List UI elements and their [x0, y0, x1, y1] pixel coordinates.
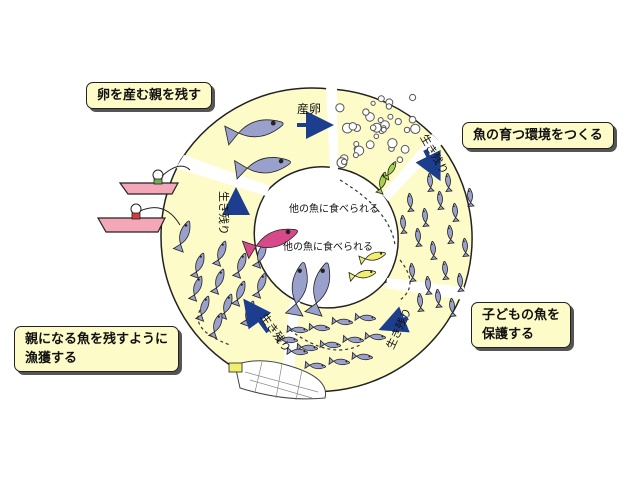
callout-leave-parents: 卵を産む親を残す [86, 82, 213, 109]
egg [335, 103, 345, 113]
school-fish [442, 260, 450, 280]
school-fish [447, 224, 455, 244]
egg [352, 152, 359, 159]
egg [409, 93, 417, 102]
egg [385, 103, 393, 110]
adult-fish [231, 252, 247, 279]
school-fish [417, 292, 425, 312]
egg [408, 115, 417, 124]
wedge-parents [179, 87, 337, 191]
school-fish [409, 262, 417, 282]
adult-fish [209, 268, 225, 295]
juvenile-fish [286, 324, 309, 334]
predation-lines [197, 179, 411, 351]
egg [341, 158, 348, 166]
parent-fish [234, 157, 291, 180]
callout-fishing-line2: 漁獲する [25, 351, 78, 366]
callout-fishing-line1: 親になる魚を残すように [25, 332, 169, 347]
egg [403, 126, 411, 134]
egg [373, 133, 380, 140]
callout-leave-parents-text: 卵を産む親を残す [97, 88, 202, 103]
egg [380, 126, 387, 133]
juvenile-fish [354, 312, 377, 322]
juvenile-fish [342, 334, 365, 344]
egg [365, 140, 375, 150]
caught-fish [172, 220, 191, 253]
egg [400, 144, 410, 154]
fishing-boat-top [118, 165, 191, 195]
label-survive-parents: 生き残り [217, 191, 231, 235]
juvenile-fish [364, 331, 387, 341]
school-fish [415, 227, 423, 247]
school-fish [422, 207, 430, 227]
egg [410, 123, 421, 134]
egg [394, 118, 402, 126]
parent-fish [224, 119, 284, 146]
juvenile-fish [286, 346, 309, 356]
cycle-arrows [222, 111, 441, 334]
fishing-boat-bottom [96, 203, 181, 233]
adult-fish [194, 295, 210, 322]
yellow-predator-fish [358, 251, 386, 266]
arrow-survive-eggs [415, 149, 441, 182]
egg-cluster [335, 93, 421, 169]
label-eaten-1: 他の魚に食べられる [289, 202, 379, 215]
school-fish [430, 240, 438, 260]
school-fish [462, 237, 470, 257]
school-fish [437, 190, 445, 210]
school-fish [467, 187, 475, 207]
egg [387, 138, 398, 149]
school-fish [445, 172, 453, 192]
magenta-predator-fish [241, 228, 298, 260]
fish-layer [172, 119, 475, 370]
callout-environment: 魚の育つ環境をつくる [462, 122, 614, 149]
adult-fish [217, 293, 233, 320]
juvenile-fish [328, 356, 351, 366]
callout-protect-young-line2: 保護する [482, 327, 535, 342]
juvenile-fish [296, 342, 319, 352]
school-fish [449, 297, 457, 317]
egg [396, 156, 404, 163]
school-fish [435, 288, 443, 308]
arrow-survive-juveniles [378, 306, 410, 333]
adult-fish [251, 272, 267, 299]
school-fish [407, 192, 415, 212]
adult-fish [230, 280, 246, 307]
callout-protect-young: 子どもの魚を 保護する [471, 302, 572, 348]
adult-fish [211, 240, 227, 267]
juvenile-fish [319, 339, 342, 349]
callout-environment-text: 魚の育つ環境をつくる [473, 128, 603, 143]
egg [377, 95, 385, 103]
school-fish [457, 272, 465, 292]
arrow-survive-adults [243, 298, 272, 334]
egg [370, 100, 376, 106]
fry-fish [382, 161, 397, 181]
juvenile-fish [304, 360, 327, 370]
predator-fish [304, 262, 331, 317]
juvenile-fish [308, 322, 331, 332]
adult-fish [207, 312, 223, 339]
yellow-predator-fish [348, 269, 377, 283]
school-fish [452, 202, 460, 222]
egg [348, 122, 357, 131]
juvenile-fish [351, 351, 374, 361]
fishing-net [228, 360, 327, 401]
egg [369, 124, 377, 132]
egg [362, 108, 370, 116]
egg [387, 113, 394, 120]
label-spawning: 産卵 [297, 101, 321, 116]
callout-protect-young-line1: 子どもの魚を [482, 308, 561, 323]
school-fish [425, 275, 433, 295]
adult-fish [187, 275, 203, 302]
juvenile-fish [276, 334, 299, 344]
callout-fishing: 親になる魚を残すように 漁獲する [14, 326, 180, 372]
school-fish [400, 214, 408, 234]
predator-fish [284, 262, 308, 317]
juvenile-fish [331, 316, 354, 326]
adult-fish [189, 252, 205, 279]
label-eaten-2: 他の魚に食べられる [283, 240, 373, 253]
egg [377, 117, 384, 124]
